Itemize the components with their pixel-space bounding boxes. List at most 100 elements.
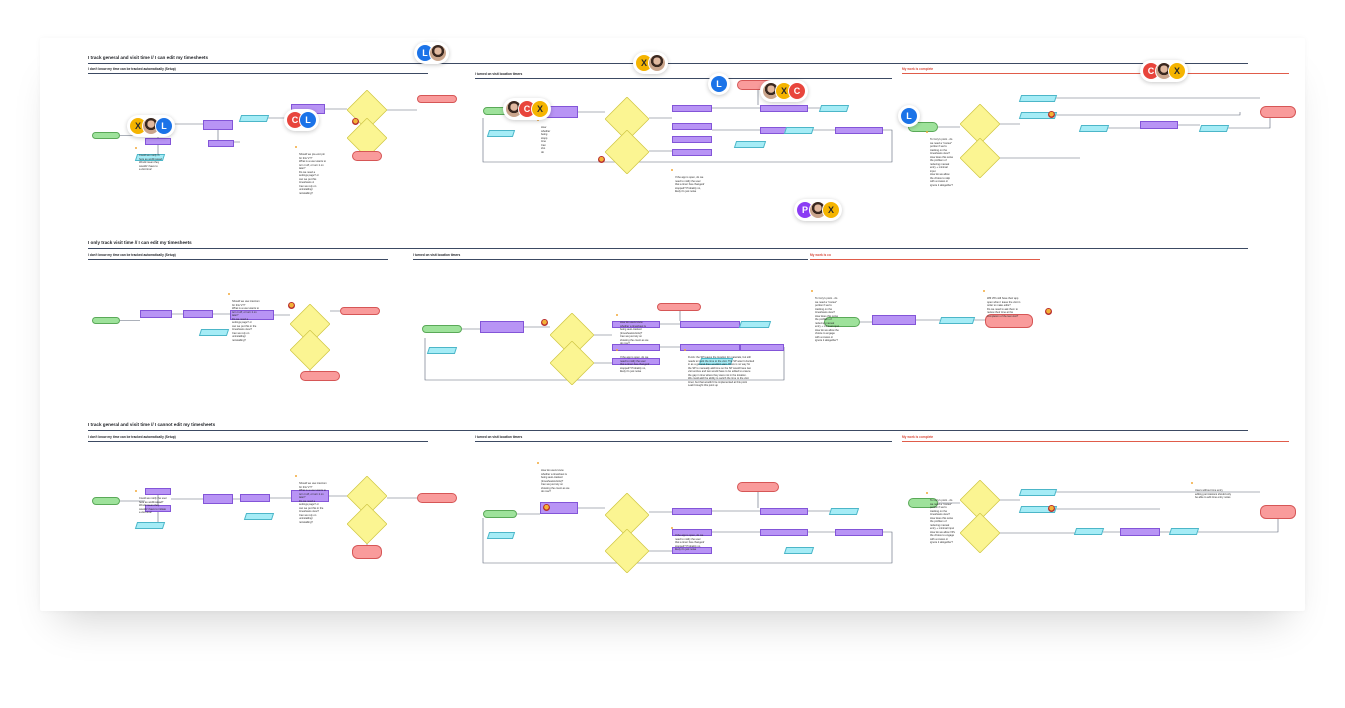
- io-node[interactable]: [238, 115, 270, 122]
- io-node[interactable]: [1018, 95, 1058, 102]
- collaborator-photo-avatar[interactable]: [429, 44, 447, 62]
- proc-node[interactable]: [240, 494, 270, 502]
- proc-node[interactable]: [835, 127, 883, 134]
- whiteboard-canvas[interactable]: I track general and visit time // I can …: [40, 38, 1305, 611]
- collaborator-avatar[interactable]: X: [822, 201, 840, 219]
- collaborator-avatar[interactable]: L: [710, 75, 728, 93]
- io-node[interactable]: [828, 508, 860, 515]
- decision-node[interactable]: [550, 341, 594, 385]
- end-node[interactable]: [300, 371, 340, 381]
- proc-node[interactable]: [291, 490, 329, 502]
- proc-node[interactable]: [672, 105, 712, 112]
- collaborator-avatars[interactable]: X: [633, 52, 668, 74]
- io-node[interactable]: [1078, 125, 1110, 132]
- proc-node[interactable]: [230, 310, 274, 320]
- io-node[interactable]: [783, 547, 815, 554]
- start-node[interactable]: [92, 317, 120, 324]
- end-node[interactable]: [1260, 106, 1296, 118]
- proc-node[interactable]: [672, 547, 712, 554]
- io-node[interactable]: [243, 513, 275, 520]
- proc-node[interactable]: [612, 344, 660, 351]
- proc-node[interactable]: [612, 321, 660, 328]
- proc-node[interactable]: [760, 105, 808, 112]
- proc-node[interactable]: [760, 529, 808, 536]
- collaborator-avatars[interactable]: L: [708, 73, 730, 95]
- end-node[interactable]: [985, 314, 1033, 328]
- proc-node[interactable]: [203, 494, 233, 504]
- decision-node[interactable]: [605, 130, 649, 174]
- proc-node[interactable]: [872, 315, 916, 325]
- collaborator-photo-avatar[interactable]: [648, 54, 666, 72]
- proc-node[interactable]: [760, 508, 808, 515]
- io-node[interactable]: [738, 321, 772, 328]
- io-node[interactable]: [1198, 125, 1230, 132]
- start-node[interactable]: [422, 325, 462, 333]
- proc-node[interactable]: [672, 149, 712, 156]
- proc-node[interactable]: [1140, 121, 1178, 129]
- start-node[interactable]: [908, 498, 938, 508]
- proc-node[interactable]: [145, 138, 171, 145]
- proc-node[interactable]: [145, 505, 171, 512]
- decision-node[interactable]: [290, 330, 330, 370]
- proc-node[interactable]: [480, 321, 524, 333]
- proc-node[interactable]: [145, 488, 171, 495]
- collaborator-avatar[interactable]: C: [788, 82, 806, 100]
- proc-node[interactable]: [835, 529, 883, 536]
- proc-node[interactable]: [612, 358, 660, 365]
- io-node[interactable]: [486, 130, 516, 137]
- collaborator-avatar[interactable]: L: [155, 117, 173, 135]
- start-node[interactable]: [824, 317, 860, 327]
- io-node[interactable]: [198, 329, 230, 336]
- io-node[interactable]: [1073, 528, 1105, 535]
- end-node[interactable]: [1260, 505, 1296, 519]
- collaborator-avatar[interactable]: X: [531, 100, 549, 118]
- proc-node[interactable]: [672, 123, 712, 130]
- proc-node[interactable]: [183, 310, 213, 318]
- io-node[interactable]: [134, 522, 166, 529]
- decision-node[interactable]: [960, 513, 1000, 553]
- proc-node[interactable]: [203, 120, 233, 130]
- proc-node[interactable]: [672, 136, 712, 143]
- collaborator-avatars[interactable]: L: [414, 42, 449, 64]
- end-node[interactable]: [352, 545, 382, 559]
- start-node[interactable]: [92, 497, 120, 505]
- io-node[interactable]: [938, 317, 976, 324]
- collaborator-avatars[interactable]: L: [898, 105, 920, 127]
- decision-node[interactable]: [960, 138, 1000, 178]
- proc-node[interactable]: [740, 344, 784, 351]
- end-node[interactable]: [417, 95, 457, 103]
- proc-node[interactable]: [680, 321, 740, 328]
- io-node[interactable]: [1018, 489, 1058, 496]
- end-node[interactable]: [737, 482, 779, 492]
- collaborator-avatar[interactable]: X: [1168, 62, 1186, 80]
- decision-node[interactable]: [605, 529, 649, 573]
- io-node[interactable]: [1168, 528, 1200, 535]
- end-node[interactable]: [340, 307, 380, 315]
- collaborator-avatar[interactable]: L: [299, 111, 317, 129]
- io-node[interactable]: [486, 532, 516, 539]
- io-node[interactable]: [818, 105, 850, 112]
- io-node[interactable]: [733, 141, 767, 148]
- proc-node[interactable]: [680, 344, 740, 351]
- proc-node[interactable]: [140, 310, 172, 318]
- proc-node[interactable]: [672, 508, 712, 515]
- io-node[interactable]: [426, 347, 458, 354]
- io-node[interactable]: [783, 127, 815, 134]
- start-node[interactable]: [908, 122, 938, 132]
- proc-node[interactable]: [208, 140, 234, 147]
- start-node[interactable]: [483, 510, 517, 518]
- start-node[interactable]: [92, 132, 120, 139]
- end-node[interactable]: [657, 303, 701, 311]
- end-node[interactable]: [352, 151, 382, 161]
- decision-node[interactable]: [347, 504, 387, 544]
- proc-node[interactable]: [1120, 528, 1160, 536]
- end-node[interactable]: [417, 493, 457, 503]
- collaborator-avatar[interactable]: L: [900, 107, 918, 125]
- proc-node[interactable]: [672, 529, 712, 536]
